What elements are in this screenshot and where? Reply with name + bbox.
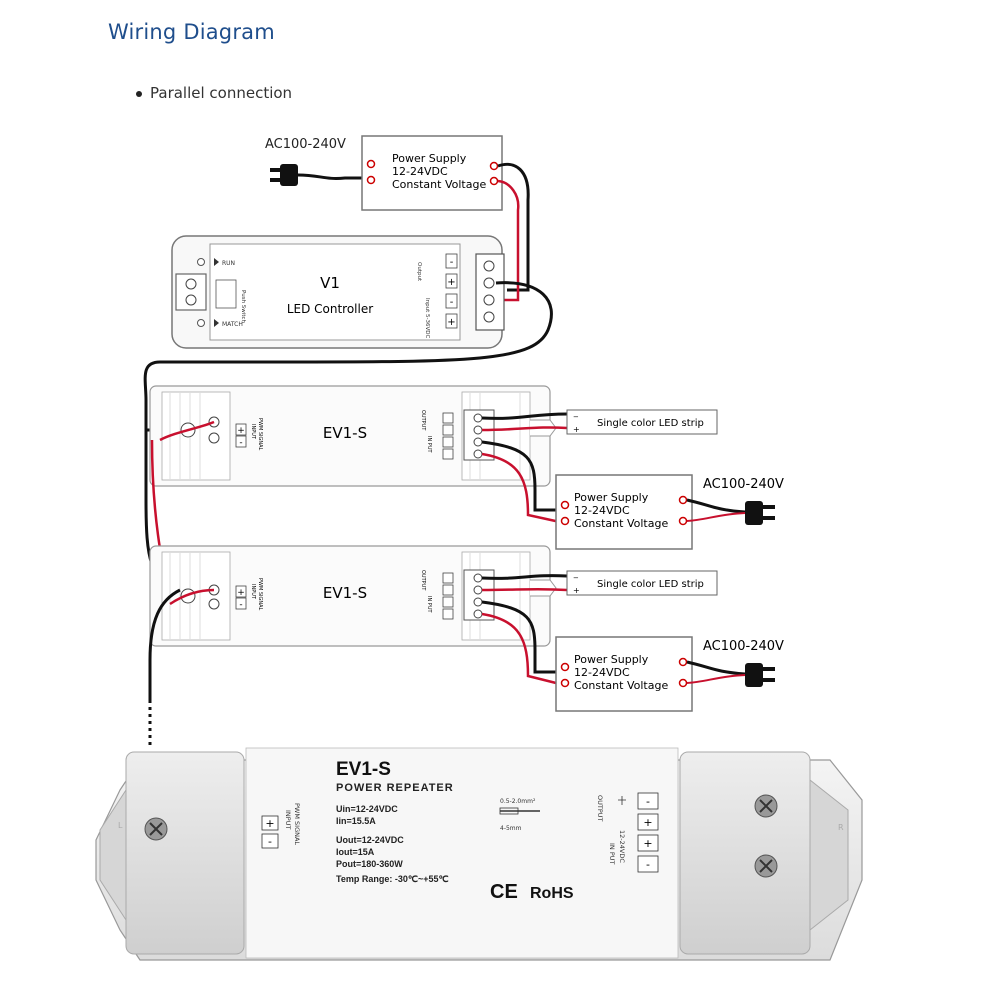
ev1s-1-input-label: INPUT [250, 424, 256, 440]
v1-led-controller: RUN MATCH Push Switch V1 LED Controller … [171, 235, 505, 349]
svg-text:-: - [268, 835, 272, 848]
svg-text:-: - [450, 297, 454, 308]
ev1s-device-photo: EV1-S POWER REPEATER Uin=12-24VDC Iin=15… [95, 747, 863, 961]
ps-2-line1: Power Supply [574, 653, 649, 666]
page-title: Wiring Diagram [108, 20, 275, 44]
device-input-label: INPUT [284, 810, 292, 829]
ps-1-line3: Constant Voltage [574, 517, 668, 530]
svg-text:-: - [239, 600, 242, 610]
controller-output-label: Output [416, 262, 422, 282]
svg-text:+: + [447, 317, 455, 328]
ac-plug-2: AC100-240V [686, 639, 784, 687]
match-label: MATCH [222, 321, 243, 328]
subtitle-text: Parallel connection [150, 84, 293, 102]
ps-top-line1: Power Supply [392, 152, 467, 165]
svg-text:+: + [643, 837, 652, 850]
power-supply-top: Power Supply 12-24VDC Constant Voltage [361, 135, 503, 211]
device-voltage-label: 12-24VDC [618, 830, 626, 863]
ev1s-2-model: EV1-S [323, 584, 367, 602]
device-subtitle: POWER REPEATER [336, 782, 454, 794]
svg-text:+: + [237, 426, 245, 436]
ce-mark: CE [490, 881, 518, 903]
ev1s-1-output-label: OUTPUT [420, 410, 426, 431]
device-iout: Iout=15A [336, 847, 375, 857]
ev1s-1-pwm-label: PWM SIGNAL [257, 418, 263, 451]
ps-1-line2: 12-24VDC [574, 504, 630, 517]
device-model: EV1-S [336, 759, 391, 780]
ev1s-1-model: EV1-S [323, 424, 367, 442]
svg-text:-: - [646, 795, 650, 808]
ps-top-line3: Constant Voltage [392, 178, 486, 191]
svg-text:+: + [643, 816, 652, 829]
svg-text:−: − [573, 574, 579, 582]
wire-ps-to-controller-neg [497, 162, 530, 292]
ac-label-1: AC100-240V [703, 477, 784, 492]
svg-text:+: + [447, 277, 455, 288]
strip-length: 4-5mm [500, 825, 522, 832]
strip-1-label: Single color LED strip [597, 418, 704, 429]
section-subtitle: Parallel connection [136, 84, 292, 102]
r-mark: R [838, 823, 844, 832]
ps-2-line3: Constant Voltage [574, 679, 668, 692]
device-temp: Temp Range: -30℃~+55℃ [336, 874, 449, 884]
svg-text:+: + [573, 425, 580, 434]
svg-text:+: + [237, 588, 245, 598]
l-mark: L [118, 821, 123, 830]
device-iin: Iin=15.5A [336, 816, 376, 826]
wire-controller-to-ev1s [143, 281, 553, 432]
ev1s-2-input-label: INPUT [250, 584, 256, 600]
power-supply-1: Power Supply 12-24VDC Constant Voltage [555, 474, 693, 550]
svg-text:−: − [573, 413, 579, 421]
svg-text:+: + [573, 586, 580, 595]
device-in-put-label: IN PUT [608, 843, 616, 865]
ps-top-line2: 12-24VDC [392, 165, 448, 178]
svg-text:-: - [646, 858, 650, 871]
device-uin: Uin=12-24VDC [336, 804, 398, 814]
run-label: RUN [222, 260, 235, 267]
controller-name: LED Controller [287, 302, 373, 316]
ev1s-1-inputv-label: IN PUT [426, 436, 432, 453]
svg-text:-: - [239, 438, 242, 448]
strip-2-label: Single color LED strip [597, 579, 704, 590]
ac-label-2: AC100-240V [703, 639, 784, 654]
ev1s-2-inputv-label: IN PUT [426, 596, 432, 613]
controller-input-label: Input 5-36VDC [424, 298, 430, 338]
device-pout: Pout=180-360W [336, 859, 403, 869]
device-output-label: OUTPUT [596, 795, 604, 822]
device-uout: Uout=12-24VDC [336, 835, 404, 845]
controller-model: V1 [320, 274, 340, 292]
ac-plug-1: AC100-240V [686, 477, 784, 525]
wire-ps-to-controller-pos [497, 179, 520, 302]
svg-text:-: - [450, 257, 454, 268]
ac-plug-top: AC100-240V [265, 137, 365, 186]
led-strip-1: − + Single color LED strip [566, 409, 718, 435]
svg-text:+: + [265, 817, 274, 830]
bullet-icon [136, 90, 142, 97]
ev1s-2-output-label: OUTPUT [420, 570, 426, 591]
ps-2-line2: 12-24VDC [574, 666, 630, 679]
ac-label-top: AC100-240V [265, 137, 346, 152]
controller-polarity-boxes: - + - + [445, 253, 458, 329]
power-supply-2: Power Supply 12-24VDC Constant Voltage [555, 636, 693, 712]
wire-size: 0.5-2.0mm² [500, 798, 536, 805]
ev1s-unit-2: + - INPUT PWM SIGNAL EV1-S OUTPUT IN PUT [149, 545, 557, 647]
ev1s-2-pwm-label: PWM SIGNAL [257, 578, 263, 611]
rohs-mark: RoHS [530, 885, 574, 902]
led-strip-2: − + Single color LED strip [566, 570, 718, 596]
ev1s-unit-1: + - INPUT PWM SIGNAL EV1-S OUTPUT IN PUT [149, 385, 557, 487]
ps-1-line1: Power Supply [574, 491, 649, 504]
push-switch-label: Push Switch [240, 290, 246, 324]
device-pwm-label: PWM SIGNAL [293, 803, 301, 845]
